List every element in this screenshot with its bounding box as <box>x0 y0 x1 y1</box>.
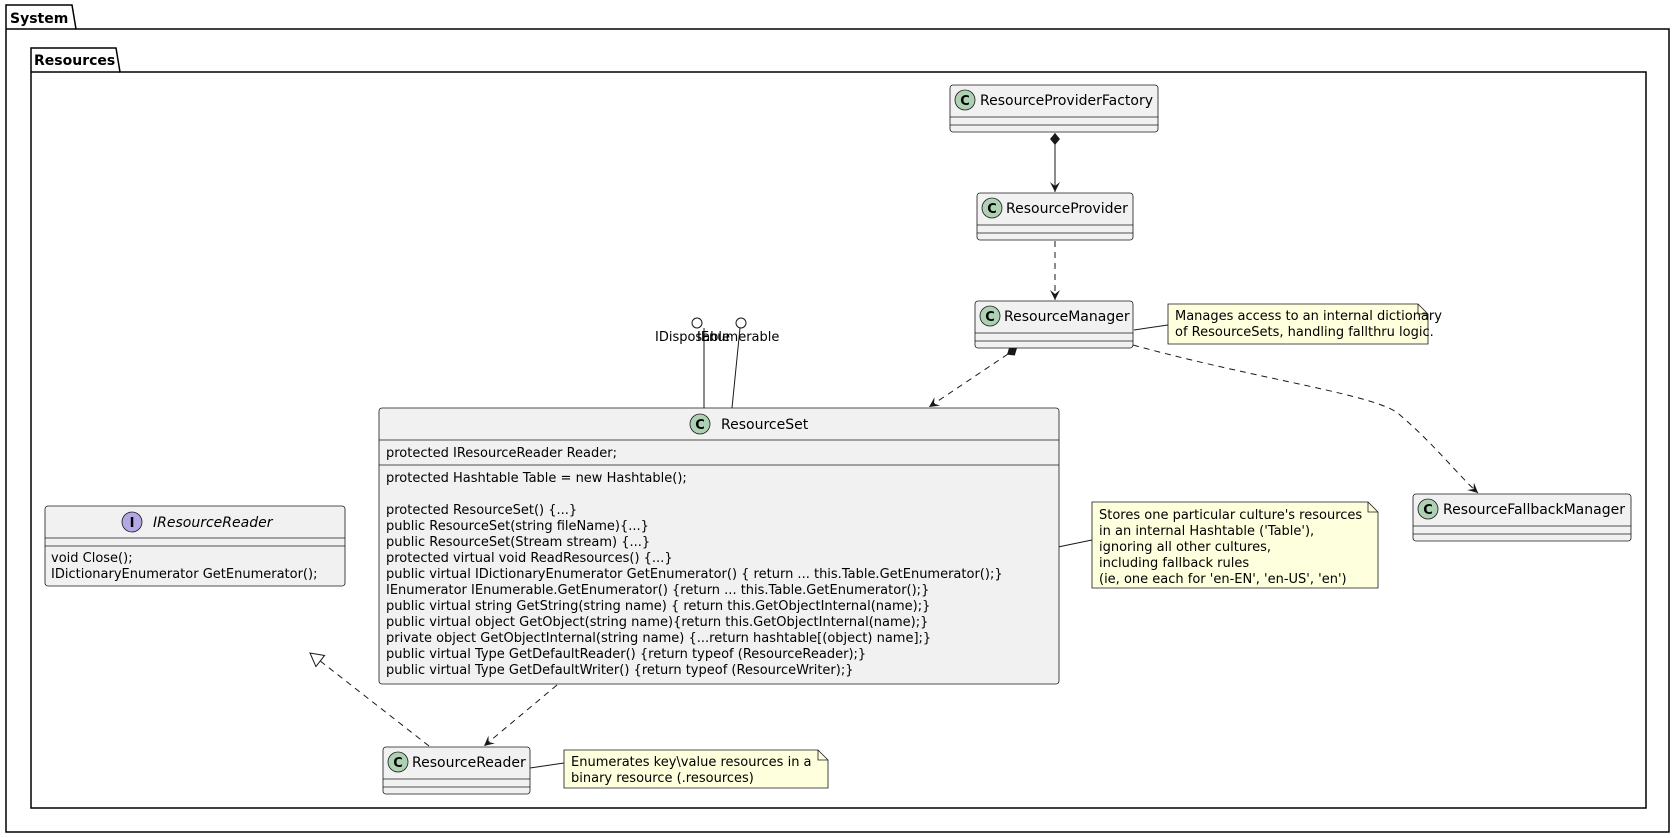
class-method: public ResourceSet(string fileName){...} <box>386 519 649 534</box>
class-name: ResourceReader <box>412 755 526 771</box>
note-resource-set: Stores one particular culture's resource… <box>1091 501 1379 589</box>
class-method: protected Hashtable Table = new Hashtabl… <box>386 471 687 486</box>
interface-method: void Close(); <box>51 551 133 566</box>
note-line: Enumerates key\value resources in a <box>571 755 812 770</box>
note-line: ignoring all other cultures, <box>1099 540 1271 555</box>
class-name: ResourceProviderFactory <box>980 93 1153 109</box>
package-resources: Resources <box>30 47 1647 809</box>
class-stereotype-letter: C <box>695 418 705 433</box>
manager-resourceset-composition <box>928 347 1018 408</box>
note-line: binary resource (.resources) <box>571 771 754 786</box>
idisposable-label: IDisposable <box>655 330 730 345</box>
class-resource-provider-factory[interactable]: C ResourceProviderFactory <box>949 84 1159 133</box>
note-line: Stores one particular culture's resource… <box>1099 508 1362 523</box>
interface-name: IResourceReader <box>153 515 274 531</box>
class-method: public virtual Type GetDefaultWriter() {… <box>386 663 853 678</box>
class-name: ResourceProvider <box>1006 201 1128 217</box>
class-method: public ResourceSet(Stream stream) {...} <box>386 535 650 550</box>
class-method: protected virtual void ReadResources() {… <box>386 551 673 566</box>
class-stereotype-icon <box>979 305 1001 327</box>
class-stereotype-icon <box>387 751 409 773</box>
interface-method: IDictionaryEnumerator GetEnumerator(); <box>51 567 317 582</box>
class-name: ResourceManager <box>1004 309 1130 325</box>
interface-lollipops: IDisposable IEnumerable <box>655 317 779 345</box>
class-stereotype-icon <box>689 413 711 435</box>
class-resource-set[interactable]: C ResourceSet protected IResourceReader … <box>378 407 1060 685</box>
note-resourceset-connector <box>1057 539 1093 548</box>
note-line: Manages access to an internal dictionary <box>1175 309 1442 324</box>
note-manager-connector <box>1133 324 1169 331</box>
manager-fallback-dependency <box>1132 344 1479 494</box>
note-line: (ie, one each for 'en-EN', 'en-US', 'en'… <box>1099 572 1347 587</box>
class-stereotype-letter: C <box>393 756 403 771</box>
class-name: ResourceFallbackManager <box>1443 502 1625 518</box>
class-resource-provider[interactable]: C ResourceProvider <box>976 192 1134 241</box>
resourceset-reader-dependency <box>483 684 558 747</box>
note-line: of ResourceSets, handling fallthru logic… <box>1175 325 1434 340</box>
note-reader-connector <box>529 762 565 769</box>
class-stereotype-letter: C <box>960 94 970 109</box>
class-resource-fallback-manager[interactable]: C ResourceFallbackManager <box>1412 493 1632 542</box>
class-method: public virtual string GetString(string n… <box>386 599 930 614</box>
idisposable-circle <box>691 317 703 329</box>
ienumerable-circle <box>735 317 747 329</box>
class-stereotype-icon <box>1417 498 1439 520</box>
class-field: protected IResourceReader Reader; <box>386 446 617 461</box>
class-stereotype-icon <box>954 89 976 111</box>
class-method: public virtual object GetObject(string n… <box>386 615 928 630</box>
note-resource-manager: Manages access to an internal dictionary… <box>1167 303 1442 345</box>
class-stereotype-letter: C <box>987 202 997 217</box>
interface-stereotype-icon <box>121 511 143 533</box>
class-resource-reader[interactable]: C ResourceReader <box>382 746 531 795</box>
class-stereotype-letter: C <box>985 310 995 325</box>
interface-stereotype-letter: I <box>130 516 135 531</box>
ienumerable-label: IEnumerable <box>697 330 779 345</box>
relations <box>309 133 1479 769</box>
package-resources-label: Resources <box>34 53 115 69</box>
note-line: in an internal Hashtable ('Table'), <box>1099 524 1314 539</box>
package-system-label: System <box>10 11 68 27</box>
reader-interface-realization <box>309 652 430 747</box>
ienumerable-lollipop-line <box>731 327 741 409</box>
class-method: protected ResourceSet() {...} <box>386 503 577 518</box>
note-resource-reader: Enumerates key\value resources in a bina… <box>563 749 829 789</box>
note-line: including fallback rules <box>1099 556 1249 571</box>
class-stereotype-letter: C <box>1423 503 1433 518</box>
class-method: private object GetObjectInternal(string … <box>386 631 931 646</box>
class-stereotype-icon <box>981 197 1003 219</box>
class-method: public virtual Type GetDefaultReader() {… <box>386 647 866 662</box>
class-name: ResourceSet <box>721 417 809 433</box>
class-resource-manager[interactable]: C ResourceManager <box>974 300 1134 349</box>
class-method: public virtual IDictionaryEnumerator Get… <box>386 567 1003 582</box>
package-system: System <box>5 4 1670 833</box>
class-method: IEnumerator IEnumerable.GetEnumerator() … <box>386 583 929 598</box>
interface-iresource-reader[interactable]: I IResourceReader void Close(); IDiction… <box>44 505 346 587</box>
